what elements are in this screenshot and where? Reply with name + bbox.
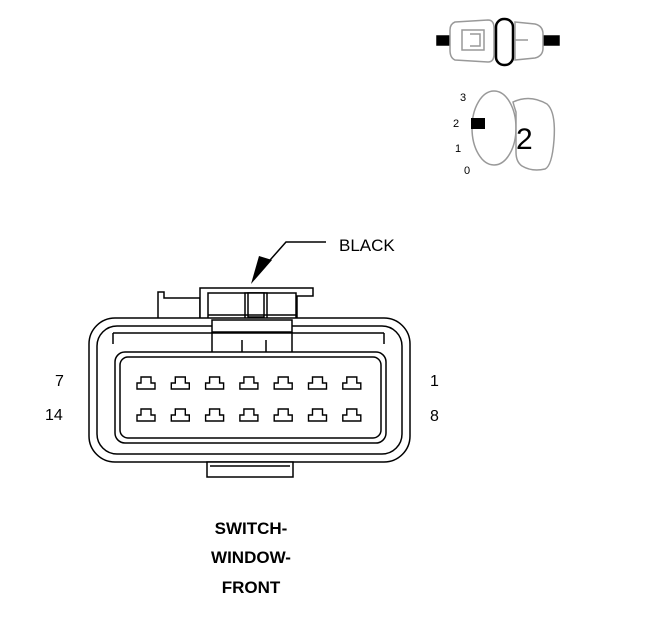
terminal-cavity bbox=[342, 408, 362, 422]
pin-label-8: 8 bbox=[430, 408, 439, 425]
leader-line bbox=[262, 241, 326, 269]
pin-label-7: 7 bbox=[55, 373, 64, 390]
key-number: 2 bbox=[516, 123, 533, 156]
terminal-cavity bbox=[170, 408, 190, 422]
cavity-grid bbox=[136, 376, 362, 422]
color-callout: BLACK bbox=[251, 236, 395, 284]
arrowhead-icon bbox=[251, 256, 272, 284]
title-line-3: FRONT bbox=[222, 578, 281, 597]
pin-label-1: 1 bbox=[430, 373, 439, 390]
pin-label-14: 14 bbox=[45, 407, 63, 424]
terminal-cavity bbox=[170, 376, 190, 390]
terminal-cavity bbox=[204, 376, 225, 390]
title-line-1: SWITCH- bbox=[215, 519, 288, 538]
terminal-cavity bbox=[239, 408, 259, 422]
title-line-2: WINDOW- bbox=[211, 548, 291, 567]
terminal-cavity bbox=[342, 376, 362, 390]
color-label: BLACK bbox=[339, 236, 395, 255]
terminal-cavity bbox=[239, 376, 259, 390]
position-marker bbox=[471, 118, 485, 129]
connector-side-icon bbox=[436, 17, 560, 67]
position-label-1: 1 bbox=[455, 143, 461, 155]
terminal-cavity bbox=[204, 408, 225, 422]
terminal-cavity bbox=[273, 376, 293, 390]
terminal-cavity bbox=[273, 408, 293, 422]
terminal-cavity bbox=[307, 376, 328, 390]
key-position-indicator: 3 2 1 0 2 bbox=[453, 90, 556, 177]
terminal-cavity bbox=[307, 408, 328, 422]
position-label-3: 3 bbox=[460, 92, 466, 104]
terminal-cavity bbox=[136, 408, 156, 422]
position-label-0: 0 bbox=[464, 165, 470, 177]
terminal-cavity bbox=[136, 376, 156, 390]
position-label-2: 2 bbox=[453, 118, 459, 130]
